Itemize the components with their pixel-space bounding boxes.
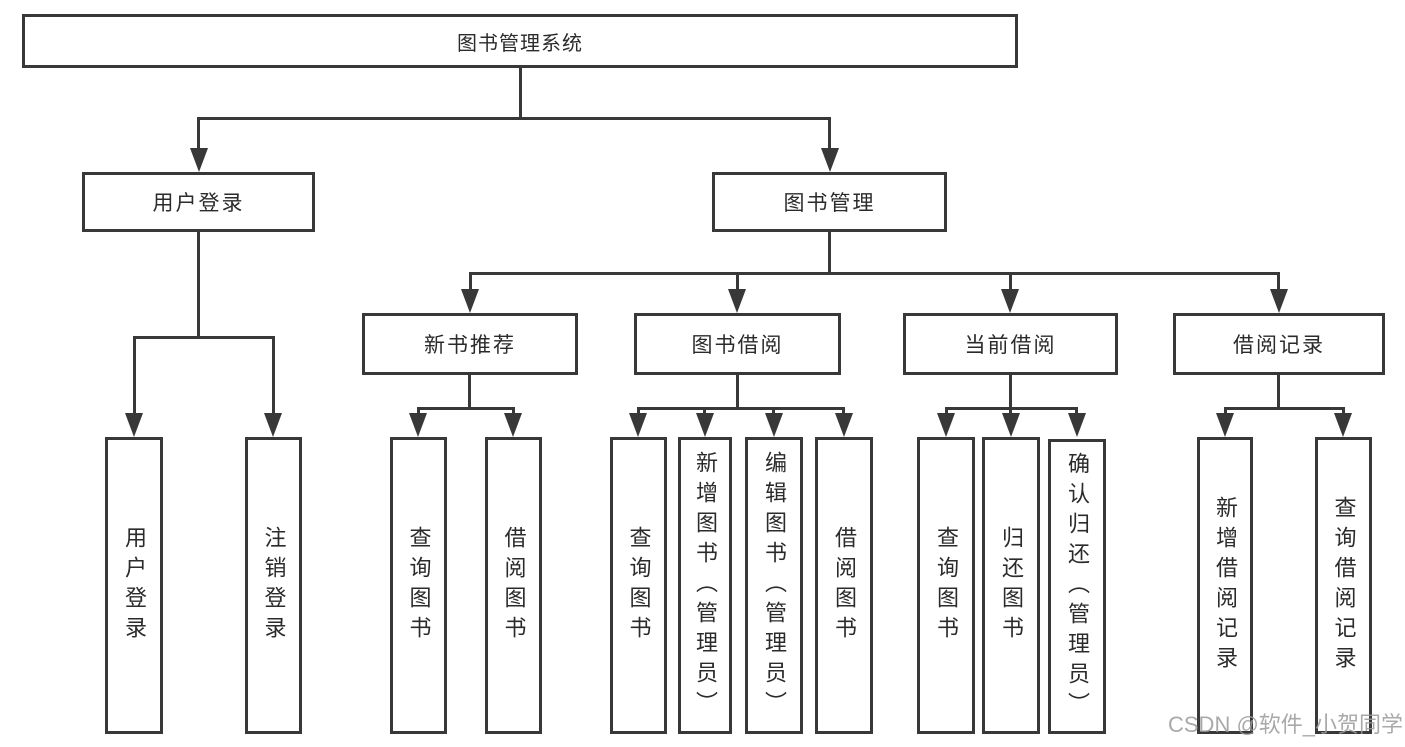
leaf-edit-book-admin: 编辑图书（管理员）	[745, 437, 803, 734]
arrow-down-icon	[629, 413, 647, 437]
leaf-user-login: 用户登录	[105, 437, 163, 734]
arrow-down-icon	[835, 413, 853, 437]
node-borrow-records: 借阅记录	[1173, 313, 1385, 375]
leaf-query-borrow-record: 查询借阅记录	[1315, 437, 1372, 734]
arrow-down-icon	[1334, 413, 1352, 437]
arrow-down-icon	[765, 413, 783, 437]
connector-drop-leaf	[1342, 407, 1345, 417]
arrow-down-icon	[728, 289, 746, 313]
csdn-watermark: CSDN @软件_小贺同学	[1168, 712, 1404, 737]
arrow-down-icon	[1002, 413, 1020, 437]
node-book-management: 图书管理	[712, 172, 947, 232]
arrow-down-icon	[1068, 413, 1086, 437]
leaf-confirm-return-admin: 确认归还（管理员）	[1048, 439, 1106, 734]
connector-drop-leaf	[512, 407, 515, 417]
arrow-down-icon	[821, 148, 839, 172]
connector-root-rail	[197, 117, 831, 120]
node-current-borrow: 当前借阅	[903, 313, 1118, 375]
arrow-down-icon	[190, 148, 208, 172]
arrow-down-icon	[264, 413, 282, 437]
connector-drop-leaf	[703, 407, 706, 417]
arrow-down-icon	[461, 289, 479, 313]
connector-borrow-records-rail	[1224, 407, 1344, 410]
connector-drop-borrow-records	[1277, 272, 1280, 292]
arrow-down-icon	[125, 413, 143, 437]
leaf-add-book-admin: 新增图书（管理员）	[678, 437, 732, 734]
connector-drop-current-borrow	[1009, 272, 1012, 292]
connector-book-borrow-rail	[637, 407, 845, 410]
leaf-query-books: 查询图书	[917, 437, 975, 734]
arrow-down-icon	[937, 413, 955, 437]
connector-current-borrow-stem	[1009, 375, 1012, 409]
leaf-query-books: 查询图书	[610, 437, 667, 734]
connector-user-login-stem	[197, 232, 200, 338]
leaf-add-borrow-record: 新增借阅记录	[1197, 437, 1253, 734]
connector-drop-leaf	[772, 407, 775, 417]
connector-user-login-rail	[133, 336, 274, 339]
connector-book-management-rail	[469, 272, 1280, 275]
leaf-logout: 注销登录	[245, 437, 302, 734]
connector-drop-leaf	[1009, 407, 1012, 417]
connector-book-management-stem	[828, 232, 831, 274]
node-new-book-recommend: 新书推荐	[362, 313, 578, 375]
connector-drop-leaf	[945, 407, 948, 417]
connector-drop-user-login	[197, 117, 200, 153]
connector-drop-leaf	[637, 407, 640, 417]
arrow-down-icon	[696, 413, 714, 437]
connector-drop-book-management	[828, 117, 831, 153]
node-user-login: 用户登录	[82, 172, 315, 232]
connector-drop-leaf	[842, 407, 845, 417]
node-book-management-system: 图书管理系统	[22, 14, 1018, 68]
connector-new-books-stem	[468, 375, 471, 409]
leaf-borrow-books: 借阅图书	[815, 437, 873, 734]
leaf-query-books: 查询图书	[390, 437, 447, 734]
arrow-down-icon	[1001, 289, 1019, 313]
arrow-down-icon	[1216, 413, 1234, 437]
connector-drop-book-borrow	[736, 272, 739, 292]
connector-drop-leaf	[1075, 407, 1078, 417]
connector-root-stem	[519, 68, 522, 119]
arrow-down-icon	[504, 413, 522, 437]
connector-new-books-rail	[417, 407, 515, 410]
connector-drop-leaf	[272, 336, 275, 416]
node-book-borrow: 图书借阅	[634, 313, 841, 375]
leaf-borrow-books: 借阅图书	[485, 437, 542, 734]
arrow-down-icon	[1270, 289, 1288, 313]
connector-drop-leaf	[417, 407, 420, 417]
connector-drop-new-books	[469, 272, 472, 292]
arrow-down-icon	[409, 413, 427, 437]
leaf-return-book: 归还图书	[982, 437, 1040, 734]
connector-drop-leaf	[133, 336, 136, 416]
connector-borrow-records-stem	[1277, 375, 1280, 409]
connector-book-borrow-stem	[736, 375, 739, 409]
connector-drop-leaf	[1224, 407, 1227, 417]
